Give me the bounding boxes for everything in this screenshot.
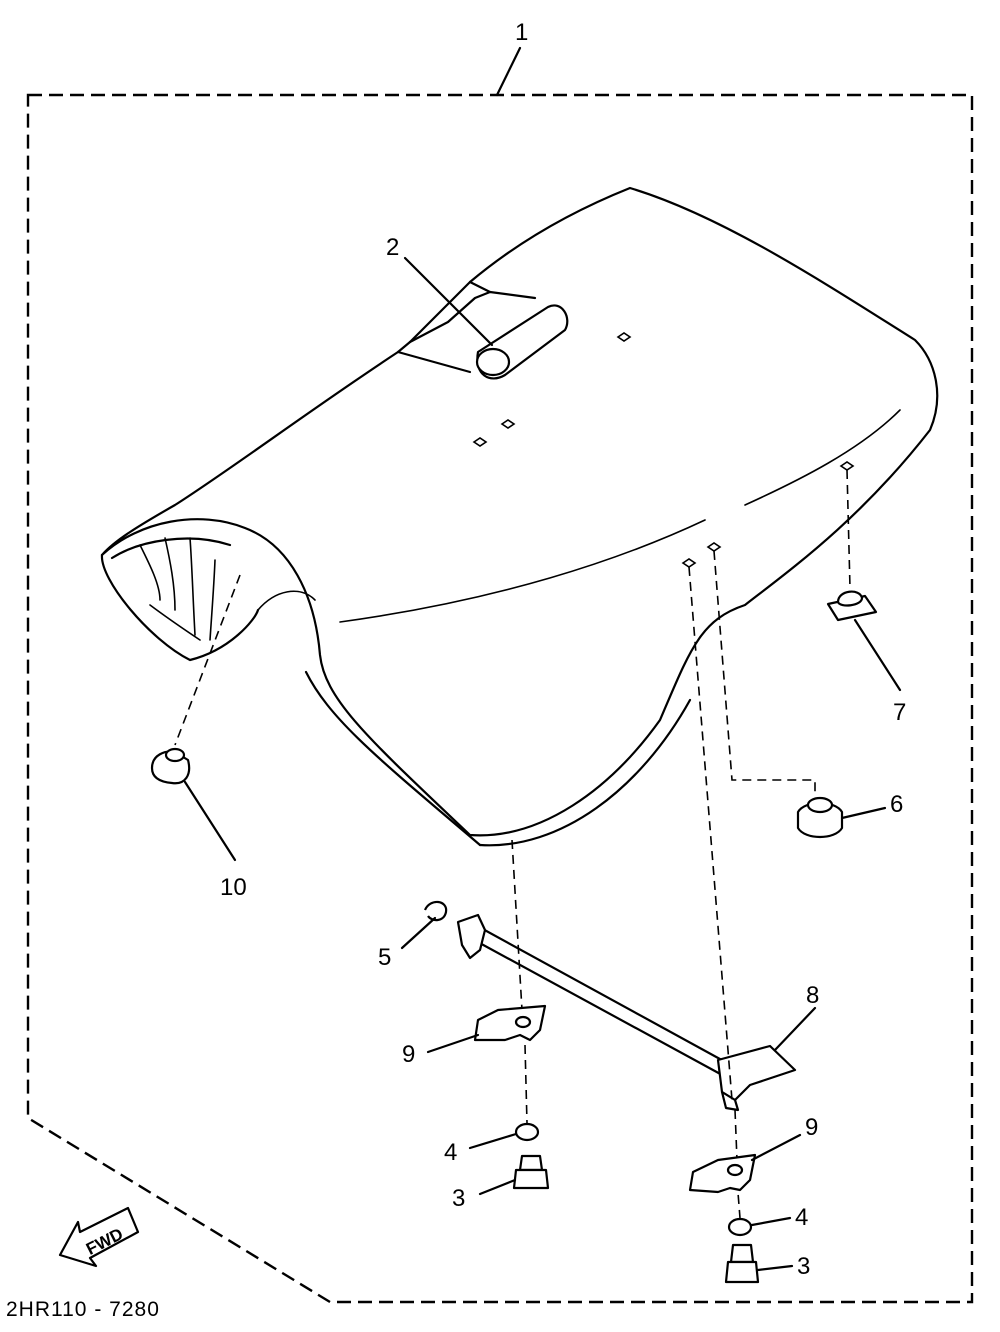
callout-1: 1 xyxy=(515,19,528,46)
callout-4-front: 4 xyxy=(444,1139,457,1166)
callout-4-rear: 4 xyxy=(795,1204,808,1231)
bracket-front xyxy=(473,1004,547,1042)
dash-7 xyxy=(846,469,851,589)
callout-9-front: 9 xyxy=(402,1041,415,1068)
leader-2 xyxy=(403,256,494,347)
callout-5: 5 xyxy=(378,944,391,971)
dash-10 xyxy=(174,574,241,746)
leader-3-front xyxy=(478,1178,517,1196)
leader-6 xyxy=(840,806,887,820)
fwd-arrow-icon: FWD xyxy=(58,1206,140,1268)
leader-3-rear xyxy=(756,1264,794,1272)
callout-7: 7 xyxy=(893,699,906,726)
dash-rear-mount-b xyxy=(734,1109,738,1161)
leader-9-rear xyxy=(750,1133,802,1162)
dash-6 xyxy=(713,550,816,795)
leader-9-front xyxy=(426,1033,480,1054)
leader-4-front xyxy=(468,1132,518,1150)
nut-plate xyxy=(826,590,878,622)
dash-front-mount xyxy=(511,839,523,1011)
washer-front xyxy=(514,1122,540,1142)
bracket-rear xyxy=(688,1153,757,1194)
leader-10 xyxy=(183,780,237,862)
damper-rear xyxy=(796,796,844,839)
callout-3-front: 3 xyxy=(452,1185,465,1212)
callout-9-rear: 9 xyxy=(805,1114,818,1141)
washer-rear xyxy=(727,1217,753,1237)
callout-3-rear: 3 xyxy=(797,1253,810,1280)
leader-1 xyxy=(495,46,522,97)
callout-10: 10 xyxy=(220,874,247,901)
dash-rear-mount-a xyxy=(688,566,733,1101)
callout-6: 6 xyxy=(890,791,903,818)
hinge xyxy=(475,304,569,380)
callout-8: 8 xyxy=(806,982,819,1009)
dash-front-stack xyxy=(524,1044,528,1124)
lock-lever xyxy=(456,913,797,1112)
drawing-code: 2HR110 - 7280 xyxy=(6,1298,160,1321)
bolt-front xyxy=(512,1154,550,1190)
bolt-rear xyxy=(724,1243,760,1284)
leader-7 xyxy=(853,618,902,692)
damper-front xyxy=(150,747,191,785)
seat xyxy=(100,186,939,847)
callout-2: 2 xyxy=(386,234,399,261)
leader-8 xyxy=(773,1006,817,1052)
leader-5 xyxy=(400,916,437,950)
leader-4-rear xyxy=(750,1216,792,1227)
assembly-boundary xyxy=(26,93,974,1304)
